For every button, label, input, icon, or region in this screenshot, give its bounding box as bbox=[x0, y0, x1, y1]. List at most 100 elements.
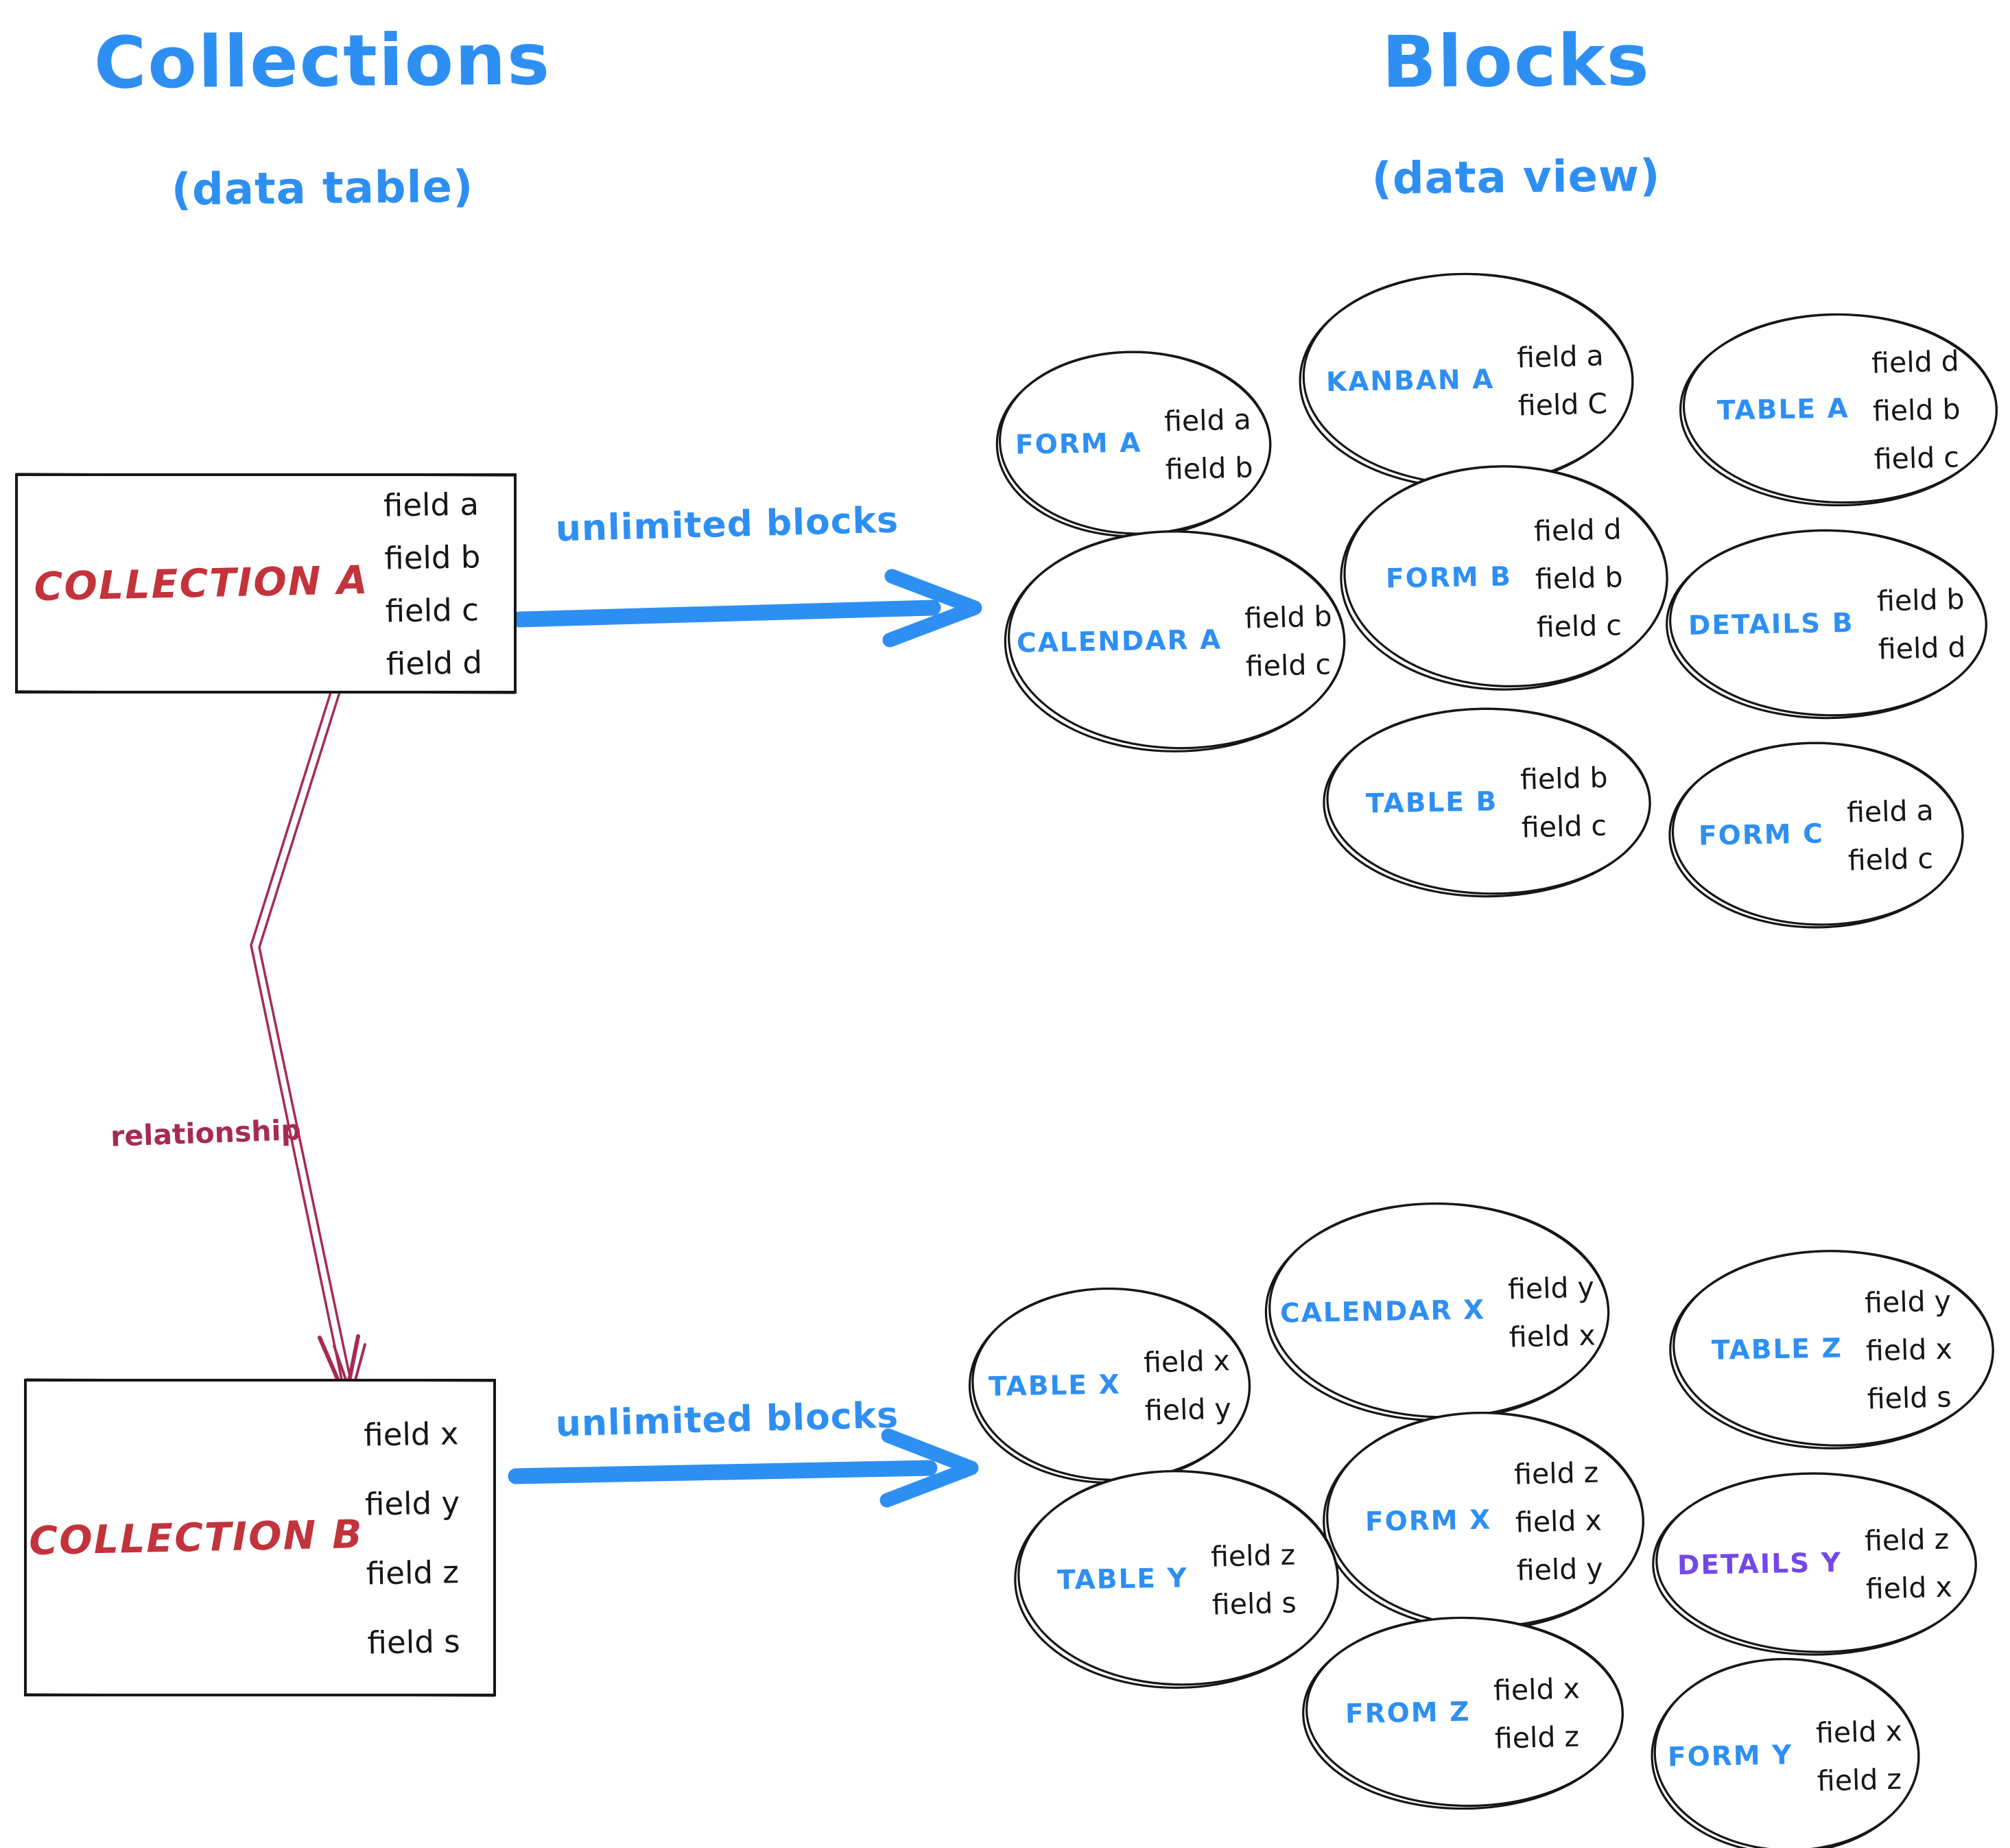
field-label: field x bbox=[1493, 1671, 1581, 1707]
block-label: FORM Y bbox=[1667, 1739, 1794, 1773]
block-label: TABLE Y bbox=[1056, 1563, 1189, 1596]
field-label: field x bbox=[1865, 1570, 1953, 1606]
block-ellipse-outline bbox=[1334, 460, 1674, 696]
block-ellipse-outline bbox=[1660, 525, 1993, 724]
field-label: field z bbox=[1513, 1455, 1599, 1491]
block-ellipse-outline bbox=[1646, 1468, 1983, 1660]
field-label: field c bbox=[1873, 440, 1960, 476]
field-label: field c bbox=[1521, 809, 1607, 844]
field-label: field s bbox=[367, 1622, 460, 1661]
block-fields: field z field x bbox=[1865, 1522, 1953, 1605]
block-ellipse-outline bbox=[1664, 737, 1969, 933]
block-label: KANBAN A bbox=[1325, 364, 1495, 398]
block-table-x: TABLE X field x field y bbox=[964, 1283, 1255, 1489]
collection-b-name: COLLECTION B bbox=[28, 1511, 364, 1564]
block-ellipse-outline bbox=[1008, 1465, 1345, 1694]
block-fields: field x field z bbox=[1493, 1672, 1581, 1755]
field-label: field a bbox=[1846, 793, 1934, 829]
block-ellipse-outline bbox=[1317, 703, 1657, 902]
field-label: field y bbox=[1507, 1270, 1595, 1306]
field-label: field y bbox=[1515, 1551, 1603, 1587]
block-content: TABLE X field x field y bbox=[980, 1344, 1238, 1427]
block-fields: field b field c bbox=[1520, 761, 1609, 844]
block-fields: field b field c bbox=[1244, 600, 1334, 683]
block-fields: field z field x field y bbox=[1513, 1456, 1603, 1587]
field-label: field s bbox=[1866, 1379, 1952, 1416]
field-label: field a bbox=[383, 485, 480, 524]
field-label: field z bbox=[1864, 1522, 1950, 1558]
block-content: FORM C field a field c bbox=[1690, 794, 1942, 877]
field-label: field z bbox=[366, 1553, 460, 1592]
block-label: CALENDAR X bbox=[1279, 1294, 1486, 1329]
field-label: field c bbox=[1847, 841, 1934, 877]
field-label: field z bbox=[1210, 1537, 1296, 1574]
field-label: field x bbox=[363, 1414, 459, 1454]
field-label: field c bbox=[1245, 648, 1332, 683]
field-label: field z bbox=[1494, 1719, 1580, 1755]
block-form-c: FORM C field a field c bbox=[1664, 737, 1969, 933]
block-label: FROM Z bbox=[1345, 1696, 1471, 1730]
block-table-b: TABLE B field b field c bbox=[1317, 703, 1657, 902]
block-label: FORM B bbox=[1385, 561, 1513, 595]
field-label: field c bbox=[1535, 608, 1622, 644]
field-label: field x bbox=[1143, 1344, 1231, 1379]
block-calendar-a: CALENDAR A field b field c bbox=[998, 525, 1351, 758]
block-from-z: FROM Z field x field z bbox=[1297, 1612, 1629, 1814]
collections-title: Collections bbox=[93, 17, 552, 105]
block-label: FORM C bbox=[1698, 818, 1824, 852]
field-label: field a bbox=[1163, 402, 1252, 438]
block-label: DETAILS Y bbox=[1677, 1547, 1843, 1581]
unlimited-blocks-label-b: unlimited blocks bbox=[555, 1395, 899, 1445]
block-fields: field x field y bbox=[1143, 1344, 1231, 1427]
block-label: FORM A bbox=[1015, 427, 1142, 461]
field-label: field d bbox=[1871, 344, 1959, 380]
block-label: CALENDAR A bbox=[1016, 624, 1222, 659]
block-label: TABLE X bbox=[988, 1369, 1122, 1403]
block-label: TABLE B bbox=[1365, 785, 1498, 820]
block-content: TABLE B field b field c bbox=[1358, 761, 1617, 844]
block-ellipse-outline bbox=[998, 525, 1351, 758]
block-label: TABLE Z bbox=[1711, 1333, 1843, 1366]
relationship-line bbox=[250, 659, 366, 1400]
field-label: field b bbox=[1876, 582, 1965, 618]
unlimited-blocks-label-a: unlimited blocks bbox=[555, 499, 899, 550]
field-label: field y bbox=[1144, 1392, 1232, 1428]
field-label: field b bbox=[1244, 600, 1333, 635]
block-fields: field a field c bbox=[1846, 794, 1935, 877]
field-label: field c bbox=[385, 591, 480, 630]
field-label: field x bbox=[1865, 1331, 1952, 1368]
blocks-subtitle: (data view) bbox=[1371, 150, 1661, 205]
field-label: field b bbox=[1520, 761, 1609, 796]
block-ellipse-outline bbox=[1674, 309, 2003, 511]
field-label: field x bbox=[1515, 1503, 1603, 1539]
field-label: field z bbox=[1817, 1762, 1902, 1798]
relationship-label: relationship bbox=[110, 1113, 302, 1153]
field-label: field b bbox=[383, 538, 481, 577]
collection-a-name: COLLECTION A bbox=[33, 557, 370, 610]
block-ellipse-outline bbox=[991, 346, 1276, 542]
field-label: field y bbox=[364, 1484, 460, 1523]
